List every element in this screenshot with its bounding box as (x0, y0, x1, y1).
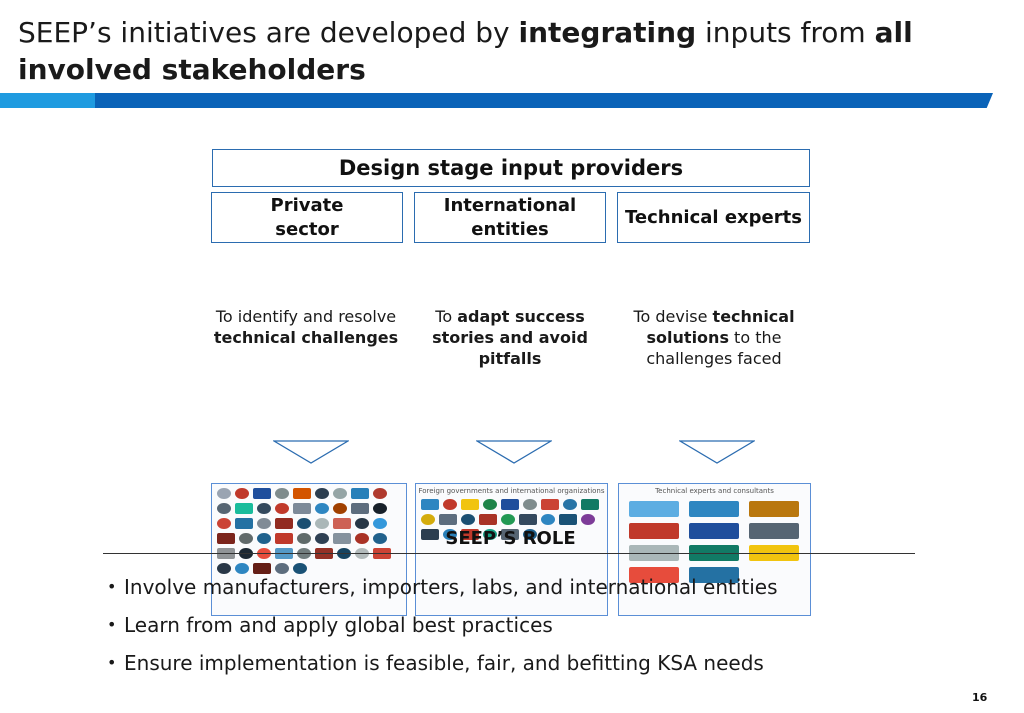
title-bold2: all involved stakeholders (18, 16, 913, 86)
list-item: • Involve manufacturers, importers, labs,… (107, 568, 778, 606)
column-description-international: To adapt success stories and avoid pitfa… (412, 306, 608, 369)
panel-caption: Foreign governments and international or… (418, 487, 605, 495)
title-bold1: integrating (518, 16, 697, 49)
desc-bold: technical challenges (213, 328, 399, 347)
bullet-text: Ensure implementation is feasible, fair,… (124, 651, 764, 675)
title-part2: inputs from (696, 16, 875, 49)
column-label-line1: International (443, 194, 577, 216)
design-stage-header: Design stage input providers (212, 149, 810, 187)
desc-text-post: to the challenges faced (646, 328, 782, 368)
page-number: 16 (972, 691, 988, 704)
list-item: • Ensure implementation is feasible, fair… (107, 644, 778, 682)
list-item: • Learn from and apply global best practi… (107, 606, 778, 644)
desc-bold: adapt success stories and avoid pitfalls (432, 307, 588, 368)
desc-text: To devise (633, 307, 713, 326)
desc-text: To (435, 307, 458, 326)
bullet-text: Learn from and apply global best practic… (124, 613, 553, 637)
seep-role-heading: SEEP’S ROLE (445, 528, 576, 549)
bullet-icon: • (107, 615, 117, 634)
international-entities-logos-panel: Foreign governments and international or… (415, 483, 608, 616)
private-sector-logos-panel (211, 483, 407, 616)
column-label-line1: Technical experts (625, 206, 802, 228)
column-label-line1: Private (270, 194, 344, 216)
column-description-private: To identify and resolve technical challe… (208, 306, 404, 348)
consultant-logos-grid (619, 495, 810, 589)
organization-logos-grid (416, 495, 607, 544)
bullet-text: Involve manufacturers, importers, labs, … (124, 575, 778, 599)
down-arrow-icon (476, 440, 552, 464)
title-band-dark (95, 93, 993, 108)
down-arrow-icon (679, 440, 755, 464)
down-arrow-icon (273, 440, 349, 464)
role-bullet-list: • Involve manufacturers, importers, labs,… (107, 568, 778, 682)
company-logos-grid (212, 484, 406, 578)
column-label-line2: sector (275, 218, 339, 240)
panel-caption: Technical experts and consultants (655, 487, 774, 495)
column-label-line2: entities (471, 218, 549, 240)
desc-bold: technical solutions (646, 307, 795, 347)
column-description-technical: To devise technical solutions to the cha… (616, 306, 812, 369)
column-box-technical-experts: Technical experts (617, 192, 810, 243)
bullet-icon: • (107, 653, 117, 672)
slide-title: SEEP’s initiatives are developed by inte… (18, 14, 978, 88)
bullet-icon: • (107, 577, 117, 596)
title-band-light (0, 93, 95, 108)
desc-text: To identify and resolve (215, 307, 397, 326)
title-part1: SEEP’s initiatives are developed by (18, 16, 519, 49)
technical-experts-logos-panel: Technical experts and consultants (618, 483, 811, 616)
role-divider-line (103, 553, 915, 554)
